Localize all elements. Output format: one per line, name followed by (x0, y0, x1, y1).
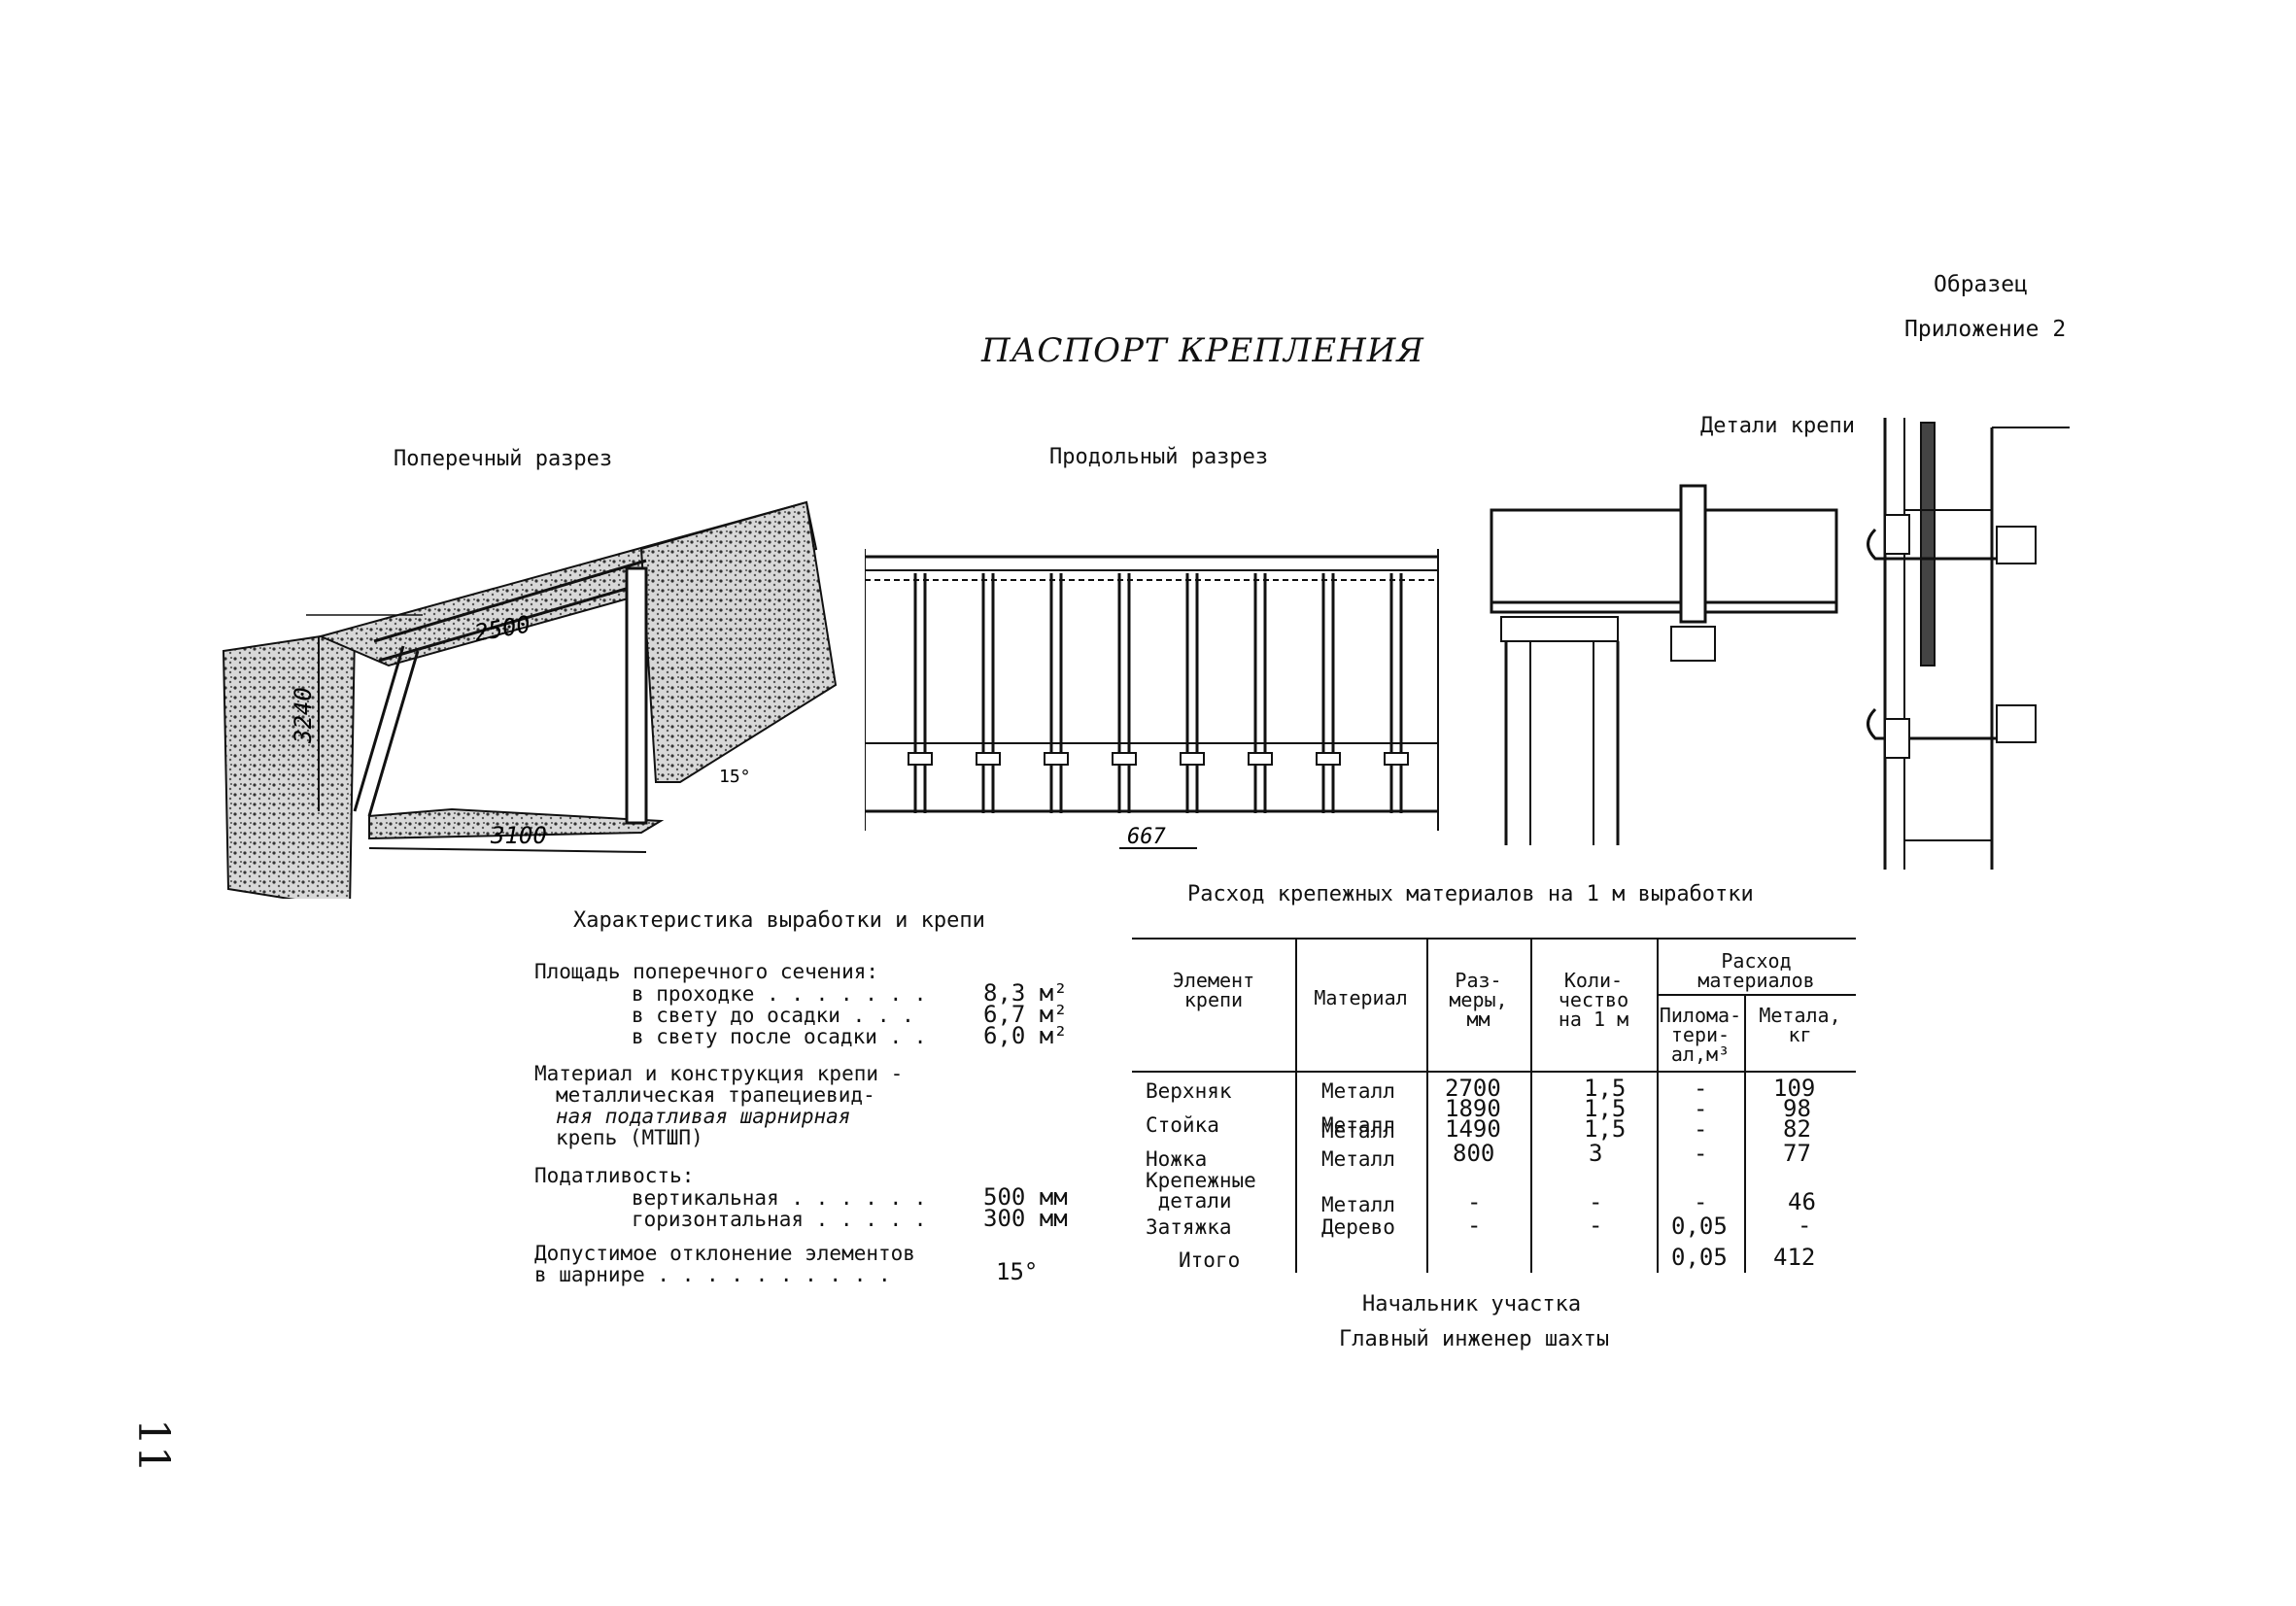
cell-material: Дерево (1321, 1215, 1395, 1239)
cell-timber: - (1694, 1115, 1708, 1143)
cell-qty: - (1589, 1188, 1603, 1215)
dim-spacing: 667 (1127, 825, 1166, 849)
cell-timber: - (1694, 1188, 1708, 1215)
cell-material: Металл (1321, 1193, 1395, 1216)
compliance-item-value: 500 мм (983, 1183, 1068, 1211)
cell-element: Крепежные детали (1146, 1169, 1256, 1213)
longitudinal-section-drawing: 667 (865, 549, 1439, 849)
dim-bottom: 3100 (490, 822, 547, 849)
compliance-item-value: 300 мм (983, 1205, 1068, 1232)
cell-material: Металл (1321, 1119, 1395, 1143)
header-material: Материал (1314, 986, 1408, 1009)
header-element: Элемент крепи (1172, 969, 1255, 1011)
cell-timber: - (1694, 1075, 1708, 1102)
header-timber: Пилома- тери- ал,м³ (1659, 1004, 1742, 1066)
material-line: металлическая трапециевид- (556, 1083, 875, 1107)
cell-size: - (1467, 1212, 1482, 1239)
area-item-value: 6,7 м² (983, 1001, 1068, 1028)
cell-size: 800 (1453, 1140, 1495, 1167)
cell-qty: 1,5 (1584, 1095, 1627, 1122)
cross-section-caption: Поперечный разрез (394, 447, 613, 471)
materials-table: Элемент крепи Материал Раз- меры, мм Кол… (1132, 938, 1856, 1273)
area-item-value: 8,3 м² (983, 979, 1068, 1007)
cell-timber: 0,05 (1671, 1244, 1728, 1271)
cell-metal: 109 (1773, 1075, 1816, 1102)
material-line: ная податливая шарнирная (556, 1105, 851, 1128)
cell-element: Итого (1179, 1248, 1241, 1272)
area-item-label: в проходке . . . . . . . (632, 982, 927, 1006)
deviation-line: в шарнире . . . . . . . . . . (534, 1263, 891, 1286)
deviation-value: 15° (996, 1258, 1039, 1285)
cell-material: Металл (1321, 1147, 1395, 1171)
cell-metal: 77 (1783, 1140, 1811, 1167)
details-caption: Детали крепи (1700, 414, 1855, 438)
cell-timber: 0,05 (1671, 1213, 1728, 1240)
cell-size: 1490 (1445, 1115, 1501, 1143)
cell-qty: - (1589, 1212, 1603, 1239)
characteristics-title: Характеристика выработки и крепи (573, 908, 985, 933)
compliance-item-label: горизонтальная . . . . . (632, 1208, 927, 1231)
area-item-label: в свету после осадки . . (632, 1025, 927, 1048)
dim-angle: 15° (719, 767, 751, 787)
page-number: 11 (128, 1418, 178, 1473)
compliance-label: Податливость: (534, 1164, 695, 1187)
cell-metal: 98 (1783, 1095, 1811, 1122)
area-item-label: в свету до осадки . . . (632, 1004, 914, 1027)
header-size: Раз- меры, мм (1449, 969, 1508, 1031)
cell-qty: 1,5 (1584, 1075, 1627, 1102)
cell-element: Верхняк (1146, 1079, 1232, 1103)
cell-size: - (1467, 1188, 1482, 1215)
cell-element: Стойка (1146, 1113, 1219, 1137)
cell-material: Металл (1321, 1079, 1395, 1103)
header-metal: Метала, кг (1759, 1004, 1841, 1046)
cell-element: Затяжка (1146, 1215, 1232, 1239)
area-label: Площадь поперечного сечения: (534, 960, 879, 983)
material-line: крепь (МТШП) (556, 1126, 703, 1149)
area-item-value: 6,0 м² (983, 1022, 1068, 1049)
cell-timber: - (1694, 1140, 1708, 1167)
material-line: Материал и конструкция крепи - (534, 1062, 904, 1085)
cell-timber: - (1694, 1095, 1708, 1122)
table-title: Расход крепежных материалов на 1 м выраб… (1187, 882, 1754, 906)
longitudinal-section-caption: Продольный разрез (1049, 445, 1269, 469)
appendix-label: Приложение 2 (1904, 317, 2067, 342)
cell-material: Металл (1321, 1113, 1395, 1137)
cell-metal: 412 (1773, 1244, 1816, 1271)
cell-qty: 3 (1589, 1140, 1603, 1167)
cell-qty: 1,5 (1584, 1115, 1627, 1143)
cell-metal: 82 (1783, 1115, 1811, 1143)
header-consumption: Расход материалов (1697, 949, 1815, 992)
dim-height: 3240 (290, 687, 317, 744)
cell-size: 1890 (1445, 1095, 1501, 1122)
details-drawing (1490, 418, 2070, 870)
header-qty: Коли- чество на 1 м (1558, 969, 1629, 1031)
chief-engineer-signature: Главный инженер шахты (1339, 1327, 1610, 1351)
section-head-signature: Начальник участка (1362, 1292, 1582, 1316)
page-title: ПАСПОРТ КРЕПЛЕНИЯ (981, 331, 1424, 370)
compliance-item-label: вертикальная . . . . . . (632, 1186, 927, 1210)
cell-element: Ножка (1146, 1147, 1208, 1171)
cross-section-drawing: 3240 2500 3100 15° (222, 500, 838, 899)
cell-metal: - (1798, 1212, 1812, 1239)
cell-metal: 46 (1788, 1188, 1816, 1215)
cell-size: 2700 (1445, 1075, 1501, 1102)
sample-label: Образец (1934, 272, 2028, 297)
deviation-line: Допустимое отклонение элементов (534, 1242, 915, 1265)
